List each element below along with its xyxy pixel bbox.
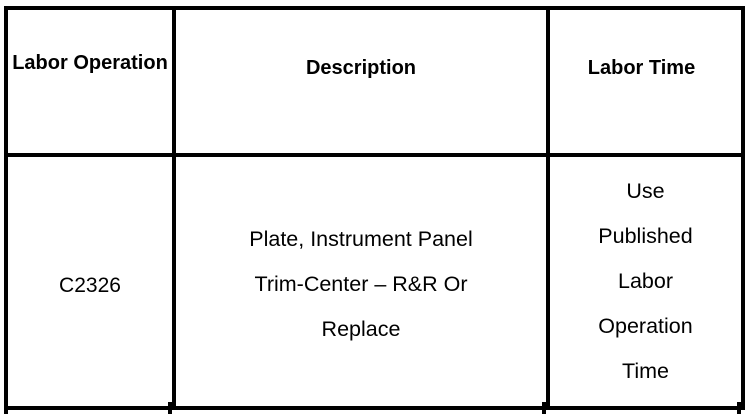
header-cell-description: Description — [172, 6, 550, 157]
table-border-divider1-stub — [168, 402, 172, 414]
labor-time-line-5: Time — [622, 359, 669, 383]
table-next-row-cropped — [4, 402, 741, 414]
cell-description: Plate, Instrument Panel Trim-Center – R&… — [172, 153, 550, 410]
table-row: C2326 Plate, Instrument Panel Trim-Cente… — [4, 153, 745, 410]
header-cell-labor-operation: Labor Operation — [4, 6, 176, 157]
header-label-labor-time: Labor Time — [587, 56, 696, 79]
cell-labor-time: Use Published Labor Operation Time — [546, 153, 745, 410]
labor-time-line-3: Labor — [618, 269, 673, 293]
description-text: Plate, Instrument Panel Trim-Center – R&… — [176, 217, 546, 352]
labor-time-line-4: Operation — [598, 314, 693, 338]
header-label-description: Description — [305, 56, 417, 79]
description-line-3: Replace — [321, 317, 401, 341]
header-label-labor-operation: Labor Operation — [8, 48, 172, 78]
table-border-divider2-stub — [542, 402, 546, 414]
table-border-left-stub — [4, 402, 8, 414]
labor-time-text: Use Published Labor Operation Time — [550, 169, 741, 394]
labor-time-line-2: Published — [598, 224, 693, 248]
cell-labor-operation: C2326 — [4, 153, 176, 410]
description-line-2: Trim-Center – R&R Or — [254, 272, 468, 296]
labor-operation-table: Labor Operation Description Labor Time C… — [4, 6, 745, 410]
table-border-right-stub — [737, 402, 741, 414]
labor-operation-table-container: Labor Operation Description Labor Time C… — [4, 6, 745, 410]
table-header-row: Labor Operation Description Labor Time — [4, 6, 745, 157]
header-label-labor-operation-line1: Labor — [12, 51, 68, 74]
labor-time-line-1: Use — [626, 179, 665, 203]
description-line-1: Plate, Instrument Panel — [249, 227, 473, 251]
header-label-labor-operation-line2: Operation — [73, 51, 168, 74]
header-cell-labor-time: Labor Time — [546, 6, 745, 157]
labor-operation-code: C2326 — [59, 273, 121, 297]
